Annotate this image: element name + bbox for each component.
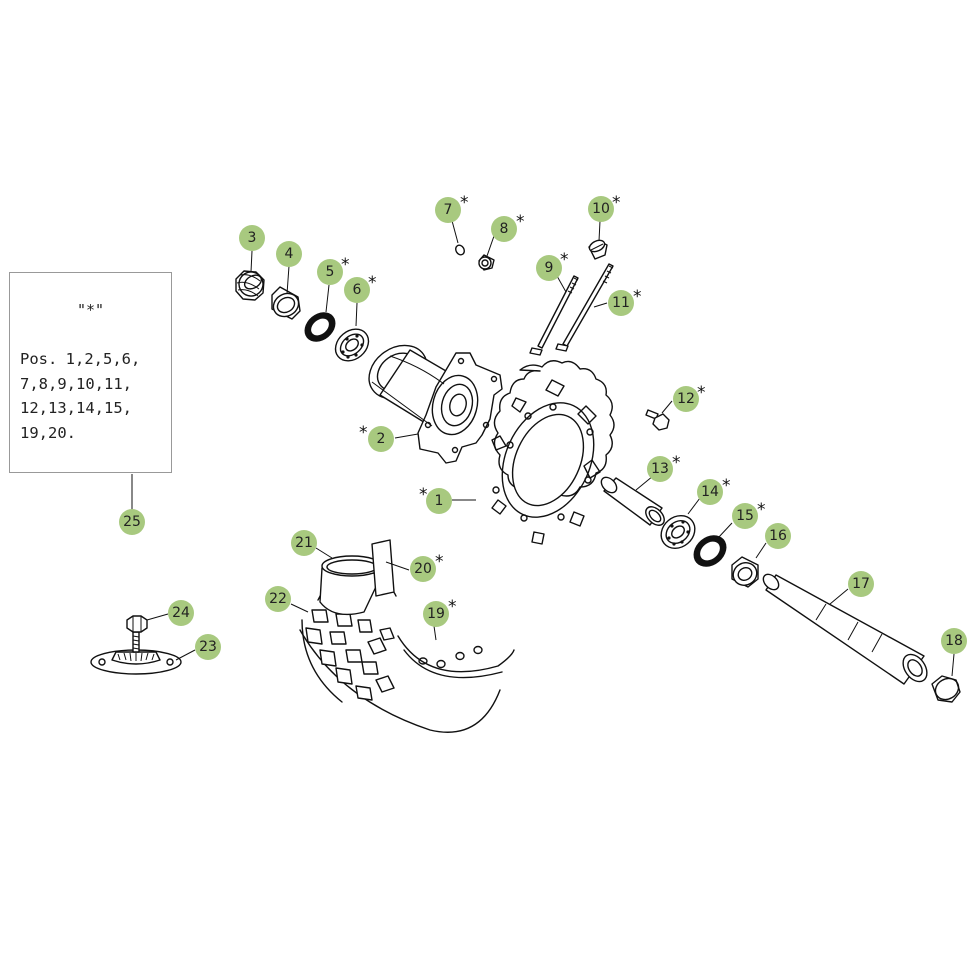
part-1-brake-disc xyxy=(491,360,615,545)
callout-8: 8 xyxy=(491,216,517,242)
leader-lines xyxy=(131,216,955,677)
svg-text:17: 17 xyxy=(852,576,870,592)
svg-text:11: 11 xyxy=(612,295,630,311)
callout-14: 14 xyxy=(697,479,723,505)
star-1: * xyxy=(419,485,428,505)
part-10-nipple xyxy=(588,239,608,260)
star-markers: * * * * * * * * * * * * * * * xyxy=(341,193,766,617)
part-18-nut xyxy=(931,675,961,703)
callout-4: 4 xyxy=(276,241,302,267)
note-box: "*" Pos. 1,2,5,6, 7,8,9,10,11, 12,13,14,… xyxy=(9,272,172,473)
svg-text:4: 4 xyxy=(285,246,294,262)
svg-text:15: 15 xyxy=(736,508,754,524)
callout-10: 10 xyxy=(588,196,614,222)
svg-text:16: 16 xyxy=(769,528,787,544)
svg-text:3: 3 xyxy=(248,230,257,246)
star-11: * xyxy=(633,287,642,307)
svg-text:18: 18 xyxy=(945,633,963,649)
svg-text:14: 14 xyxy=(701,484,719,500)
part-7-washer xyxy=(455,244,465,256)
callout-13: 13 xyxy=(647,456,673,482)
callout-2: 2 xyxy=(368,426,394,452)
star-2: * xyxy=(359,423,368,443)
star-15: * xyxy=(757,500,766,520)
svg-text:8: 8 xyxy=(500,221,509,237)
svg-text:7: 7 xyxy=(444,202,453,218)
part-3-axle-nut xyxy=(235,270,265,301)
part-22-tire xyxy=(299,577,501,733)
callout-19: 19 xyxy=(423,601,449,627)
callout-6: 6 xyxy=(344,277,370,303)
callout-16: 16 xyxy=(765,523,791,549)
callout-23: 23 xyxy=(195,634,221,660)
part-21-inner-tube xyxy=(319,555,383,616)
star-9: * xyxy=(560,250,569,270)
callout-20: 20 xyxy=(410,556,436,582)
svg-text:1: 1 xyxy=(435,493,444,509)
star-6: * xyxy=(368,273,377,293)
part-5-seal xyxy=(304,312,336,342)
svg-text:5: 5 xyxy=(326,264,335,280)
svg-text:21: 21 xyxy=(295,535,313,551)
svg-text:10: 10 xyxy=(592,201,610,217)
part-19-rim xyxy=(397,635,515,679)
callout-25: 25 xyxy=(119,509,145,535)
svg-text:9: 9 xyxy=(545,260,554,276)
note-text: Pos. 1,2,5,6, 7,8,9,10,11, 12,13,14,15, … xyxy=(20,350,141,442)
callout-22: 22 xyxy=(265,586,291,612)
callout-12: 12 xyxy=(673,386,699,412)
star-7: * xyxy=(460,193,469,213)
star-8: * xyxy=(516,212,525,232)
part-24-nut xyxy=(126,615,148,653)
svg-text:24: 24 xyxy=(172,605,190,621)
callout-3: 3 xyxy=(239,225,265,251)
callout-11: 11 xyxy=(608,290,634,316)
callout-9: 9 xyxy=(536,255,562,281)
star-5: * xyxy=(341,255,350,275)
part-8-sleeve xyxy=(478,254,495,271)
svg-text:6: 6 xyxy=(353,282,362,298)
star-14: * xyxy=(722,476,731,496)
callout-7: 7 xyxy=(435,197,461,223)
part-4-spacer xyxy=(271,286,301,320)
part-13-tube xyxy=(600,476,665,526)
svg-text:13: 13 xyxy=(651,461,669,477)
star-10: * xyxy=(612,193,621,213)
star-12: * xyxy=(697,383,706,403)
part-2-hub xyxy=(368,344,503,464)
part-11-bolt xyxy=(555,263,614,352)
callout-18: 18 xyxy=(941,628,967,654)
svg-text:25: 25 xyxy=(123,514,141,530)
callout-5: 5 xyxy=(317,259,343,285)
part-6-bearing xyxy=(334,328,370,362)
svg-text:23: 23 xyxy=(199,639,217,655)
svg-text:22: 22 xyxy=(269,591,287,607)
callout-1: 1 xyxy=(426,488,452,514)
callout-24: 24 xyxy=(168,600,194,626)
callout-21: 21 xyxy=(291,530,317,556)
part-16-spacer xyxy=(731,556,759,588)
callout-15: 15 xyxy=(732,503,758,529)
note-title: "*" xyxy=(76,301,105,319)
star-20: * xyxy=(435,552,444,572)
part-12-screw xyxy=(645,409,670,431)
part-14-bearing xyxy=(660,514,696,550)
part-20-rim-band xyxy=(371,539,395,597)
svg-text:2: 2 xyxy=(377,431,386,447)
svg-text:12: 12 xyxy=(677,391,695,407)
svg-text:19: 19 xyxy=(427,606,445,622)
part-9-bolt xyxy=(529,275,579,356)
part-23-base-plate xyxy=(90,649,182,675)
part-15-seal xyxy=(693,535,727,567)
part-17-axle xyxy=(762,573,928,685)
svg-text:20: 20 xyxy=(414,561,432,577)
star-19: * xyxy=(448,597,457,617)
callout-17: 17 xyxy=(848,571,874,597)
star-13: * xyxy=(672,453,681,473)
